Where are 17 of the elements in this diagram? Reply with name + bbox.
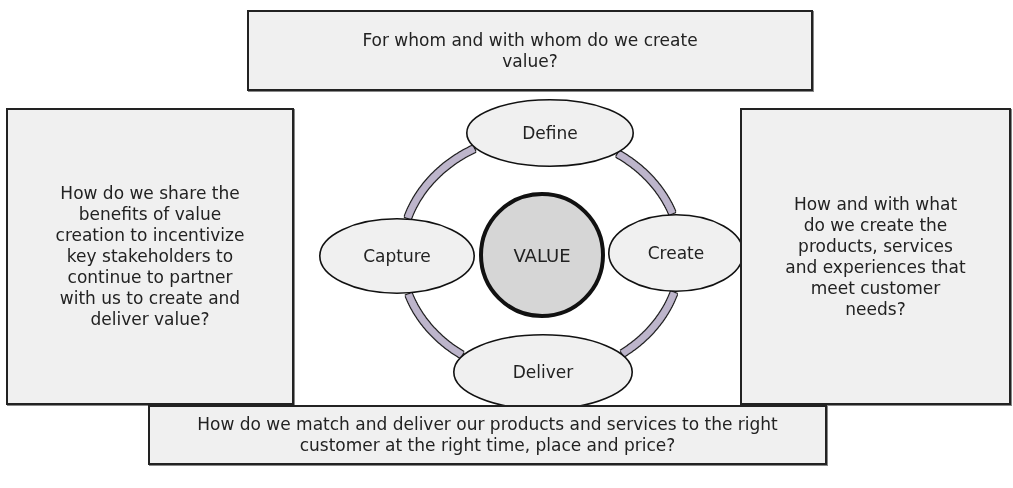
question-text: How do we share the benefits of value creation to incentivize key stakeholders to continue to partner with us to create and deliver value? [54,183,246,330]
question-box [247,10,813,91]
question-box [740,108,1011,405]
ring-segment [405,292,464,358]
stage-label: VALUE [513,244,571,266]
question-box [148,405,827,465]
question-box [6,108,294,405]
ring-segment [620,290,678,357]
question-text: How and with what do we create the products, services and experiences that meet customer needs? [784,193,967,320]
stage-label: Create [647,242,705,264]
stage-label: Deliver [512,361,574,383]
ring-segment [615,151,676,216]
stage-label: Define [522,122,578,144]
question-text: For whom and with whom do we create value? [361,29,699,72]
stage-label: Capture [363,245,431,267]
ring-segment [404,145,476,220]
question-text: How do we match and deliver our products and services to the right customer at the right time, place and price? [196,414,779,456]
